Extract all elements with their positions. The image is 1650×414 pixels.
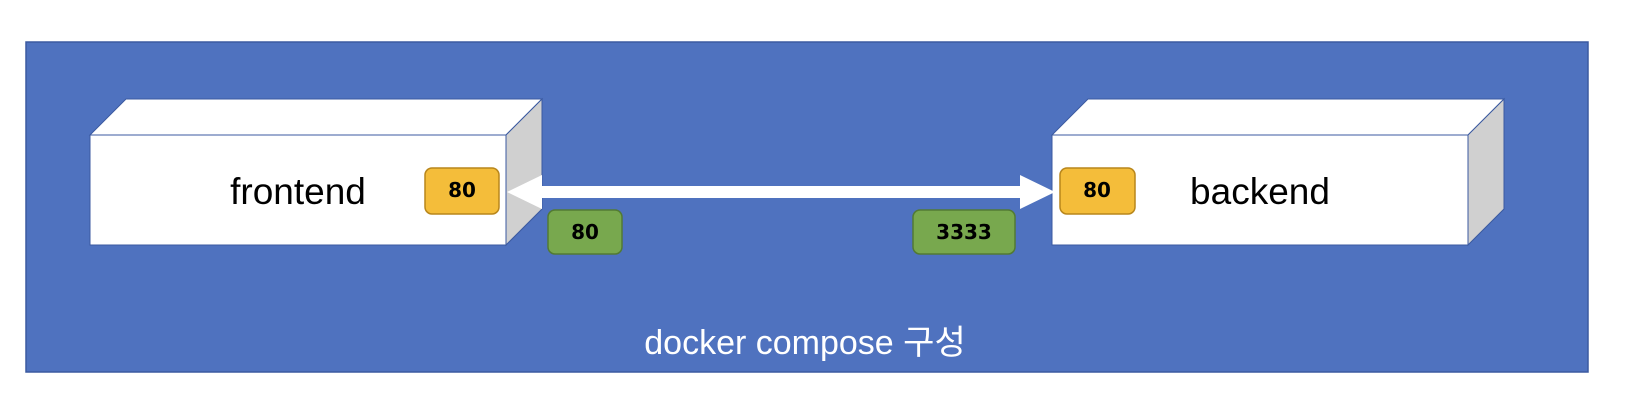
frontend-host-port-label: 80: [571, 220, 599, 244]
backend-box-top: [1050, 98, 1506, 136]
frontend-container-port: 80: [424, 167, 500, 215]
backend-host-port: 3333: [912, 209, 1016, 255]
frontend-host-port-badge: [547, 209, 623, 255]
backend-container-port-label: 80: [1083, 178, 1111, 202]
frontend-container-port-label: 80: [448, 178, 476, 202]
backend-label: backend: [1190, 171, 1330, 212]
frontend-container-port-badge: [424, 167, 500, 215]
arrow-shaft: [540, 186, 1022, 198]
frontend-host-port: 80: [547, 209, 623, 255]
arrow-head-left: [507, 175, 542, 209]
arrow-head-right: [1020, 175, 1055, 209]
backend-container-port-badge: [1059, 167, 1136, 215]
frontend-label: frontend: [230, 171, 366, 212]
backend-container-port: 80: [1059, 167, 1136, 215]
connection-arrow: [507, 175, 1055, 209]
backend-host-port-badge: [912, 209, 1016, 255]
backend-host-port-label: 3333: [936, 220, 992, 244]
frontend-box-top: [88, 98, 544, 136]
diagram-caption: docker compose 구성: [644, 324, 965, 362]
